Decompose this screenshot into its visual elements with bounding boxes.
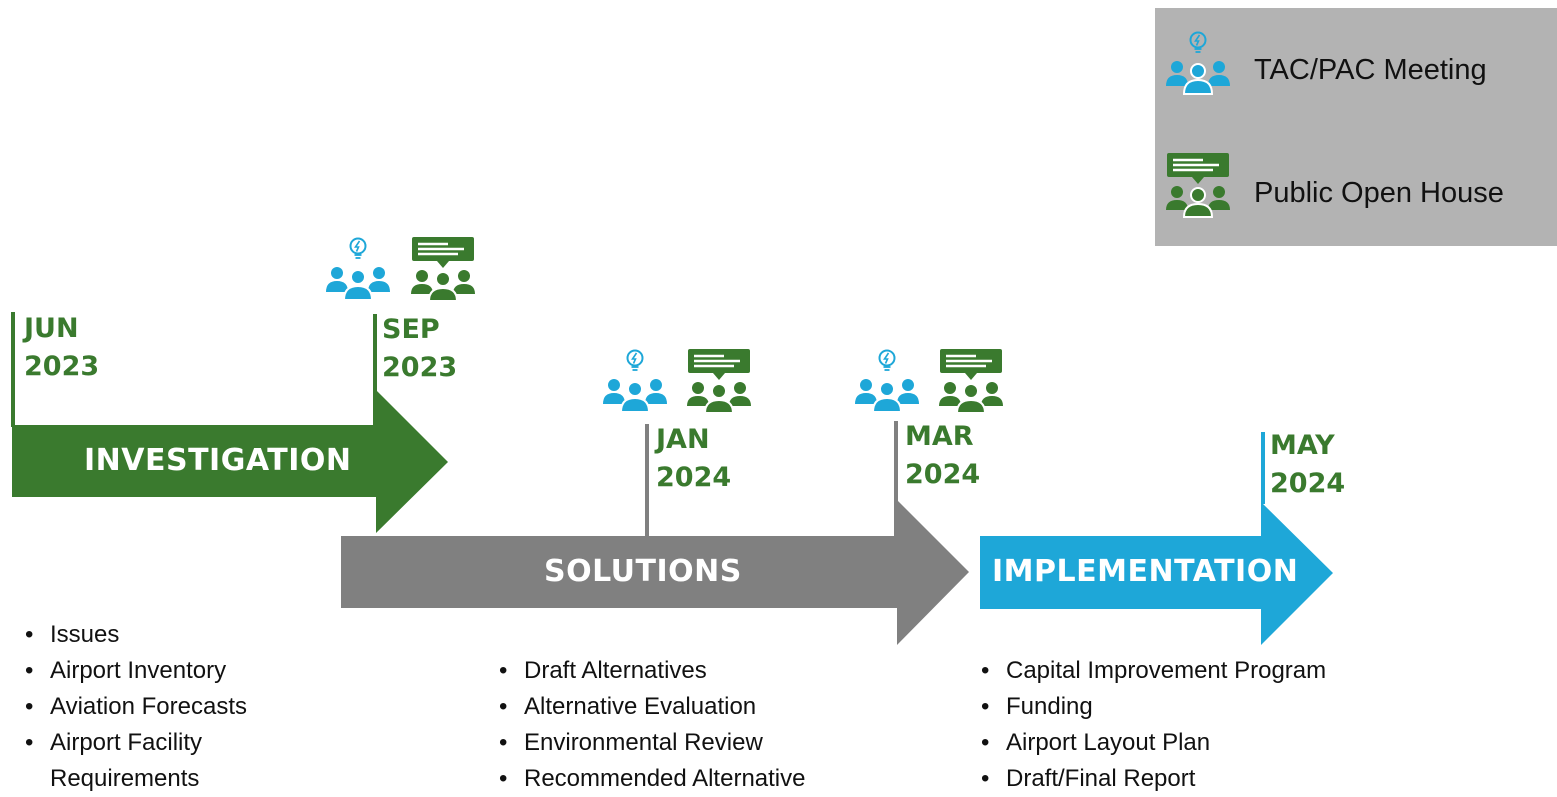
date-month: MAR bbox=[905, 421, 974, 452]
list-item: Environmental Review bbox=[499, 725, 919, 761]
date-mar-2024: MAR 2024 bbox=[905, 418, 980, 494]
implementation-task-list: Capital Improvement Program Funding Airp… bbox=[981, 653, 1461, 797]
public-open-house-icon bbox=[410, 236, 476, 302]
mar-marker-line bbox=[894, 421, 898, 537]
public-open-house-icon bbox=[938, 348, 1004, 414]
list-item: Funding bbox=[981, 689, 1461, 725]
list-item: Airport Facility Requirements bbox=[25, 725, 315, 797]
tac-pac-meeting-icon bbox=[602, 348, 668, 414]
phase-label-solutions: SOLUTIONS bbox=[544, 554, 742, 589]
phase-label-implementation: IMPLEMENTATION bbox=[992, 554, 1299, 589]
list-item: Issues bbox=[25, 617, 315, 653]
list-item: Draft Alternatives bbox=[499, 653, 919, 689]
may-marker-line bbox=[1261, 432, 1265, 504]
legend-open-house-label: Public Open House bbox=[1254, 177, 1504, 209]
investigation-arrow bbox=[12, 390, 448, 533]
list-item: Recommended Alternative bbox=[499, 761, 919, 797]
date-jun-2023: JUN 2023 bbox=[24, 310, 99, 386]
date-year: 2024 bbox=[905, 459, 981, 490]
list-item: Draft/Final Report bbox=[981, 761, 1461, 797]
date-month: SEP bbox=[382, 314, 440, 345]
list-item: Capital Improvement Program bbox=[981, 653, 1461, 689]
date-year: 2023 bbox=[382, 352, 458, 383]
jan-marker-line bbox=[645, 424, 649, 537]
legend-tac-pac-label: TAC/PAC Meeting bbox=[1254, 54, 1487, 86]
phase-label-investigation: INVESTIGATION bbox=[84, 443, 352, 478]
date-month: MAY bbox=[1270, 430, 1335, 461]
jun-marker-line bbox=[11, 312, 15, 427]
public-open-house-icon bbox=[686, 348, 752, 414]
solutions-arrow bbox=[341, 500, 969, 645]
tac-pac-meeting-icon bbox=[325, 236, 391, 302]
date-year: 2023 bbox=[24, 351, 100, 382]
date-year: 2024 bbox=[656, 462, 732, 493]
sep-marker-line bbox=[373, 314, 377, 426]
date-may-2024: MAY 2024 bbox=[1270, 427, 1345, 503]
date-month: JAN bbox=[656, 424, 710, 455]
tac-pac-meeting-icon bbox=[854, 348, 920, 414]
date-sep-2023: SEP 2023 bbox=[382, 311, 457, 387]
legend: TAC/PAC Meeting Public Open House bbox=[1155, 8, 1557, 246]
list-item: Airport Layout Plan bbox=[981, 725, 1461, 761]
list-item: Alternative Evaluation bbox=[499, 689, 919, 725]
list-item: Airport Inventory bbox=[25, 653, 315, 689]
solutions-task-list: Draft Alternatives Alternative Evaluatio… bbox=[499, 653, 919, 797]
investigation-task-list: Issues Airport Inventory Aviation Foreca… bbox=[25, 617, 315, 797]
date-year: 2024 bbox=[1270, 468, 1346, 499]
date-month: JUN bbox=[24, 313, 79, 344]
date-jan-2024: JAN 2024 bbox=[656, 421, 731, 497]
implementation-arrow bbox=[980, 502, 1333, 645]
list-item: Aviation Forecasts bbox=[25, 689, 315, 725]
